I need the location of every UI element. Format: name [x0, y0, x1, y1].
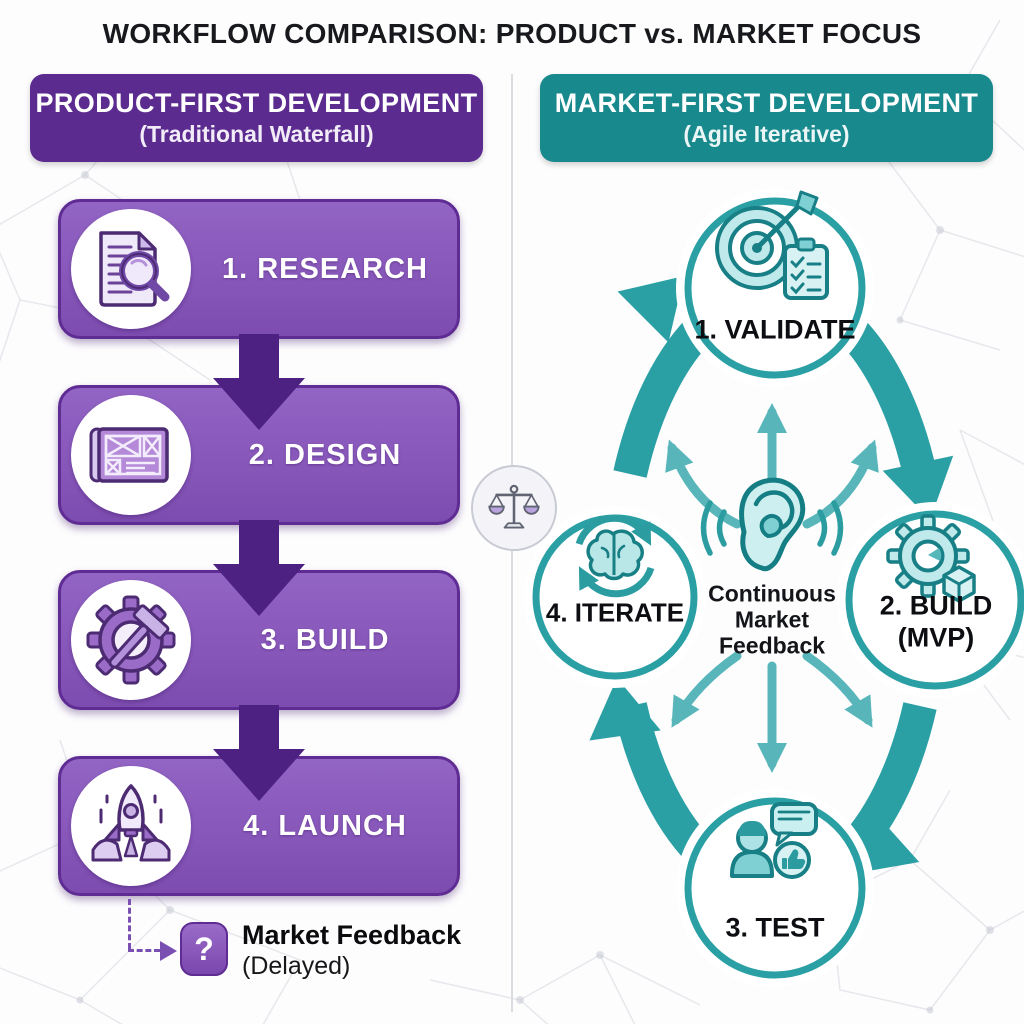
right-panel-header: MARKET-FIRST DEVELOPMENT (Agile Iterativ…: [540, 74, 993, 162]
design-icon-circle: [71, 395, 191, 515]
center-feedback-line1: Continuous: [708, 580, 836, 607]
brain-loop-icon: [575, 514, 655, 598]
build-icon-circle: [71, 580, 191, 700]
left-header-title: PRODUCT-FIRST DEVELOPMENT: [35, 88, 478, 118]
waterfall-arrow-3: [213, 705, 305, 805]
step-design-label: 2. DESIGN: [248, 438, 402, 471]
feedback-dashed-line-vertical: [128, 899, 131, 949]
market-feedback-label: Market Feedback: [242, 920, 462, 950]
right-header-title: MARKET-FIRST DEVELOPMENT: [554, 88, 979, 118]
page-title: WORKFLOW COMPARISON: PRODUCT vs. MARKET …: [102, 18, 922, 49]
delayed-label: (Delayed): [242, 952, 351, 980]
blueprint-icon: [89, 427, 169, 483]
step-build-label: 3. BUILD: [260, 623, 390, 656]
listening-ear-icon: [700, 477, 844, 572]
center-feedback-line2: Market: [734, 606, 810, 633]
target-checklist-icon: [715, 190, 829, 300]
waterfall-arrow-1: [213, 334, 305, 434]
balance-scale-badge: [471, 465, 557, 551]
build-mvp-label: 2. BUILD: [879, 590, 993, 621]
market-feedback-note: Market Feedback (Delayed): [242, 920, 461, 981]
balance-scale-icon: [488, 484, 540, 529]
test-circle: [684, 797, 866, 979]
step-research-label: 1. RESEARCH: [222, 252, 428, 285]
iterate-label: 4. ITERATE: [545, 597, 685, 628]
rocket-icon: [91, 784, 171, 862]
right-header-subtitle: (Agile Iterative): [683, 121, 850, 147]
question-mark: ?: [194, 930, 214, 967]
gear-hammer-icon: [86, 595, 176, 685]
test-label: 3. TEST: [725, 912, 825, 943]
user-feedback-icon: [730, 802, 818, 879]
step-launch-box: 4. LAUNCH: [58, 756, 460, 896]
step-research-box: 1. RESEARCH: [58, 199, 460, 339]
build-mvp-sublabel: (MVP): [897, 622, 975, 653]
feedback-arrowhead: [160, 941, 177, 961]
question-mark-badge: ?: [180, 922, 228, 976]
feedback-dashed-line-horizontal: [128, 949, 160, 952]
waterfall-arrow-2: [213, 520, 305, 620]
validate-label: 1. VALIDATE: [694, 314, 856, 345]
research-icon-circle: [71, 209, 191, 329]
document-magnifier-icon: [99, 231, 170, 307]
step-launch-label: 4. LAUNCH: [243, 809, 407, 842]
feedback-radiating-arrows: [665, 403, 879, 773]
gear-cube-icon: [886, 514, 976, 603]
left-panel-header: PRODUCT-FIRST DEVELOPMENT (Traditional W…: [30, 74, 483, 162]
launch-icon-circle: [71, 766, 191, 886]
center-feedback-line3: Feedback: [718, 632, 826, 659]
left-header-subtitle: (Traditional Waterfall): [139, 121, 374, 147]
